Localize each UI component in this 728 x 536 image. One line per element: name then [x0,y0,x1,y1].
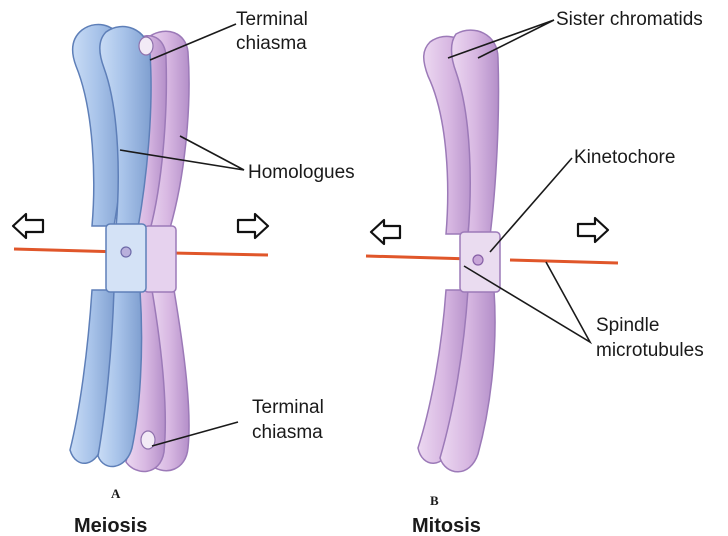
spindle-microtubule-right-b [510,260,618,263]
panel-b-mitosis: Sister chromatids Kinetochore Spindle mi… [366,9,704,536]
blue-homologue [70,24,151,466]
pole-arrow-right-icon [238,214,268,238]
kinetochore-a [121,247,131,257]
panel-b-letter: B [430,493,439,508]
panel-a-title: Meiosis [74,515,147,536]
mitotic-chromosome [418,30,500,472]
label-spindle-2: microtubules [596,340,704,361]
label-terminal-chiasma-bottom-2: chiasma [252,422,323,443]
label-terminal-chiasma-top-2: chiasma [236,33,307,54]
label-sister-chromatids: Sister chromatids [556,9,703,30]
panel-a-meiosis: Terminal chiasma Homologues Terminal chi… [13,9,355,536]
kinetochore-b [473,255,483,265]
spindle-microtubule-right-a [172,253,268,255]
label-spindle-1: Spindle [596,315,659,336]
pole-arrow-left-icon [13,214,43,238]
label-homologues: Homologues [248,162,355,183]
label-terminal-chiasma-bottom-1: Terminal [252,397,324,418]
pink-centromere [144,226,176,292]
label-terminal-chiasma-top-1: Terminal [236,9,308,30]
panel-a-letter: A [111,486,121,501]
label-kinetochore: Kinetochore [574,147,675,168]
pole-arrow-right-b-icon [578,218,608,242]
pole-arrow-left-b-icon [371,220,400,244]
blue-centromere [106,224,146,292]
panel-b-title: Mitosis [412,515,481,536]
leader-kinetochore [490,158,572,252]
terminal-chiasma-top-marker [139,37,153,55]
spindle-microtubule-left-b [366,256,472,259]
